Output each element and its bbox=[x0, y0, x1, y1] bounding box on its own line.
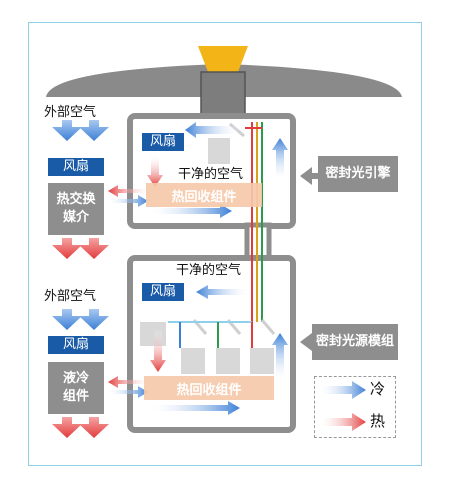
upper-cold-enter-arrow bbox=[108, 195, 148, 207]
upper-outside-arrow-left bbox=[52, 120, 82, 141]
lower-hot-exit-arrow bbox=[108, 376, 150, 388]
lower-cold-enter-arrow bbox=[108, 386, 148, 398]
lower-hot-out-arrow-left bbox=[52, 417, 82, 438]
upper-outer-fan: 风扇 bbox=[48, 158, 104, 176]
sealed-source-label: 密封光源模组 bbox=[312, 324, 398, 360]
lower-outside-air-label: 外部空气 bbox=[44, 289, 97, 304]
lower-clean-air-label: 干净的空气 bbox=[176, 263, 242, 278]
lens-housing bbox=[200, 71, 246, 119]
upper-heat-recovery: 热回收组件 bbox=[146, 183, 262, 207]
lower-heat-recovery: 热回收组件 bbox=[144, 376, 274, 400]
upper-bottom-cold-arrow bbox=[150, 204, 232, 218]
upper-outside-arrow-right bbox=[79, 120, 109, 141]
light-paths bbox=[245, 122, 263, 322]
lower-outside-arrow-left bbox=[52, 309, 82, 330]
legend-cold-arrow bbox=[320, 381, 366, 399]
lower-light-branches bbox=[168, 321, 253, 348]
heat-exchange-medium: 热交换 媒介 bbox=[48, 183, 104, 235]
legend-box bbox=[314, 376, 396, 438]
diagram-frame bbox=[28, 22, 422, 466]
lower-outside-arrow-right bbox=[79, 309, 109, 330]
upper-hot-out-arrow-left bbox=[52, 238, 82, 259]
lower-down-hot-arrow bbox=[150, 330, 166, 372]
lower-hot-out-arrow-right bbox=[79, 417, 109, 438]
upper-hot-out-arrow-right bbox=[79, 238, 109, 259]
lens-icon bbox=[198, 46, 248, 72]
upper-hot-exit-arrow bbox=[108, 185, 150, 197]
light-source-block-4 bbox=[250, 348, 274, 374]
upper-clean-air-label: 干净的空气 bbox=[178, 167, 244, 182]
upper-clean-air-arrow bbox=[185, 122, 238, 138]
light-source-block-1 bbox=[140, 322, 166, 346]
engine-chip bbox=[208, 138, 230, 164]
legend-hot-label: 热 bbox=[370, 412, 386, 430]
upper-right-up-arrow bbox=[272, 138, 288, 180]
liquid-cooling-component: 液冷 组件 bbox=[48, 362, 104, 414]
lower-outer-fan: 风扇 bbox=[48, 336, 104, 354]
upper-down-hot-arrow bbox=[147, 155, 163, 187]
lower-inner-fan: 风扇 bbox=[142, 283, 184, 301]
source-pointer-arrow bbox=[300, 333, 320, 351]
lower-right-up-arrow bbox=[272, 333, 288, 380]
legend-hot-arrow bbox=[320, 413, 366, 431]
upper-outside-air-label: 外部空气 bbox=[44, 105, 97, 120]
upper-inner-fan: 风扇 bbox=[142, 133, 184, 151]
light-source-block-3 bbox=[216, 348, 240, 374]
engine-pointer-arrow bbox=[300, 167, 320, 185]
sealed-engine-label: 密封光引擎 bbox=[318, 156, 398, 192]
lower-clean-air-arrow bbox=[196, 285, 248, 299]
legend-cold-label: 冷 bbox=[370, 380, 386, 398]
light-source-block-2 bbox=[181, 348, 205, 374]
lower-bottom-cold-arrow bbox=[150, 401, 240, 415]
